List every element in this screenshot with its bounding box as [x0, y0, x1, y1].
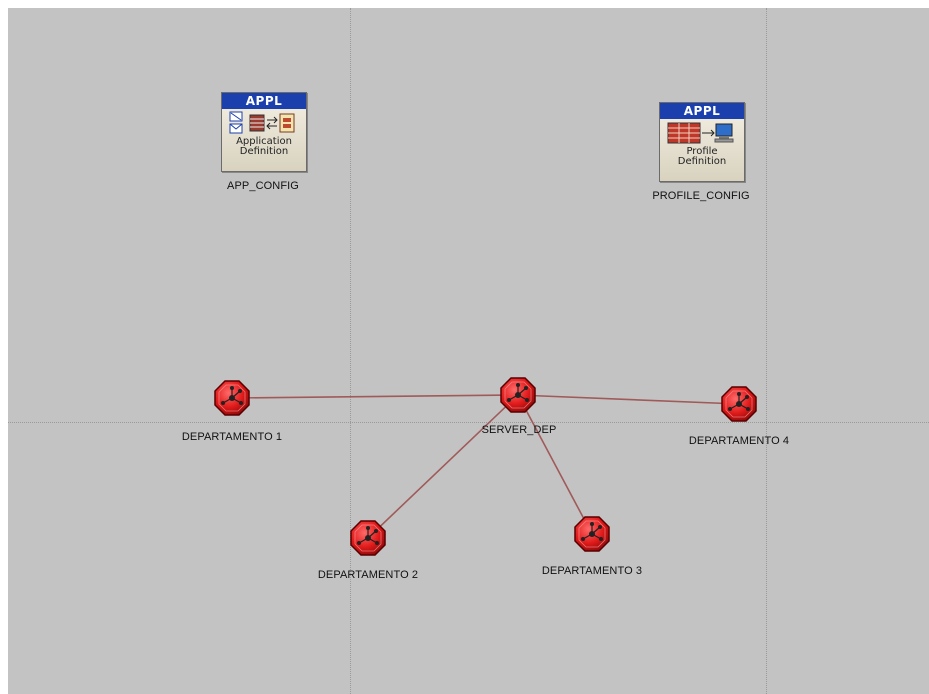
- app-config-label: APP_CONFIG: [227, 180, 299, 192]
- grid-line: [350, 8, 351, 694]
- caption-line: Definition: [239, 146, 289, 157]
- link-server-departamento-3[interactable]: [517, 394, 593, 535]
- router-icon: [499, 376, 537, 414]
- router-icon: [720, 385, 758, 423]
- app-config-node[interactable]: APPL Application Definition: [221, 92, 307, 172]
- router-icon: [213, 379, 251, 417]
- appl-badge: APPL: [660, 103, 744, 119]
- grid-line: [766, 8, 767, 694]
- router-departamento-2[interactable]: [349, 519, 387, 557]
- router-label-server-dep: SERVER_DEP: [481, 424, 557, 436]
- appl-caption: Application Definition: [222, 137, 306, 157]
- router-departamento-1[interactable]: [213, 379, 251, 417]
- router-label-departamento-3: DEPARTAMENTO 3: [541, 565, 643, 577]
- application-definition-icon: [222, 109, 306, 137]
- router-label-departamento-1: DEPARTAMENTO 1: [181, 431, 283, 443]
- router-departamento-3[interactable]: [573, 515, 611, 553]
- appl-caption: Profile Definition: [660, 147, 744, 167]
- router-server-dep[interactable]: [499, 376, 537, 414]
- router-departamento-4[interactable]: [720, 385, 758, 423]
- caption-line: Definition: [677, 156, 727, 167]
- router-label-departamento-2: DEPARTAMENTO 2: [317, 569, 419, 581]
- router-label-departamento-4: DEPARTAMENTO 4: [688, 435, 790, 447]
- profile-definition-icon: [660, 119, 744, 147]
- router-icon: [573, 515, 611, 553]
- caption-line: Application: [236, 136, 292, 147]
- link-server-departamento-4[interactable]: [517, 394, 740, 405]
- router-icon: [349, 519, 387, 557]
- profile-config-node[interactable]: APPL Profile Definition: [659, 102, 745, 182]
- grid-line: [8, 422, 929, 423]
- appl-badge: APPL: [222, 93, 306, 109]
- network-links: [231, 394, 740, 539]
- link-server-departamento-1[interactable]: [231, 394, 519, 399]
- network-workspace[interactable]: APPL Application Definition APP_CONFIG: [8, 8, 929, 694]
- caption-line: Profile: [686, 146, 718, 157]
- link-server-departamento-2[interactable]: [367, 394, 519, 539]
- profile-config-label: PROFILE_CONFIG: [652, 190, 750, 202]
